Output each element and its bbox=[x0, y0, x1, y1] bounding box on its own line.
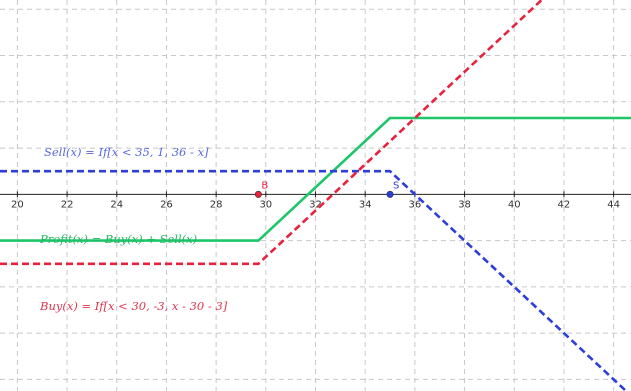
sell-curve bbox=[0, 169, 628, 391]
x-axis bbox=[0, 191, 631, 198]
point-s[interactable] bbox=[386, 190, 394, 198]
x-tick-labels: 20 22 24 26 28 30 32 34 36 38 40 42 44 bbox=[11, 199, 620, 210]
sell-function-label: Sell(x) = If[x < 35, 1, 36 - x] bbox=[44, 145, 209, 159]
x-tick-label: 34 bbox=[359, 199, 372, 210]
x-tick-label: 30 bbox=[259, 199, 272, 210]
point-label-s: S bbox=[393, 180, 399, 191]
x-tick-label: 20 bbox=[11, 199, 24, 210]
x-tick-label: 24 bbox=[110, 199, 123, 210]
profit-curve bbox=[0, 116, 631, 242]
x-tick-label: 44 bbox=[607, 199, 620, 210]
x-tick-label: 26 bbox=[160, 199, 173, 210]
x-tick-label: 36 bbox=[409, 199, 422, 210]
x-tick-label: 32 bbox=[309, 199, 322, 210]
function-labels: Sell(x) = If[x < 35, 1, 36 - x] Profit(x… bbox=[39, 145, 228, 313]
buy-function-label: Buy(x) = If[x < 30, -3, x - 30 - 3] bbox=[39, 299, 228, 313]
point-b[interactable] bbox=[254, 190, 262, 198]
profit-function-label: Profit(x) = Buy(x) + Sell(x) bbox=[39, 232, 197, 246]
x-tick-label: 40 bbox=[508, 199, 521, 210]
buy-curve bbox=[0, 0, 544, 266]
x-tick-label: 22 bbox=[61, 199, 74, 210]
point-label-b: B bbox=[261, 180, 268, 191]
x-tick-label: 42 bbox=[558, 199, 571, 210]
x-tick-label: 38 bbox=[458, 199, 471, 210]
x-tick-label: 28 bbox=[210, 199, 223, 210]
